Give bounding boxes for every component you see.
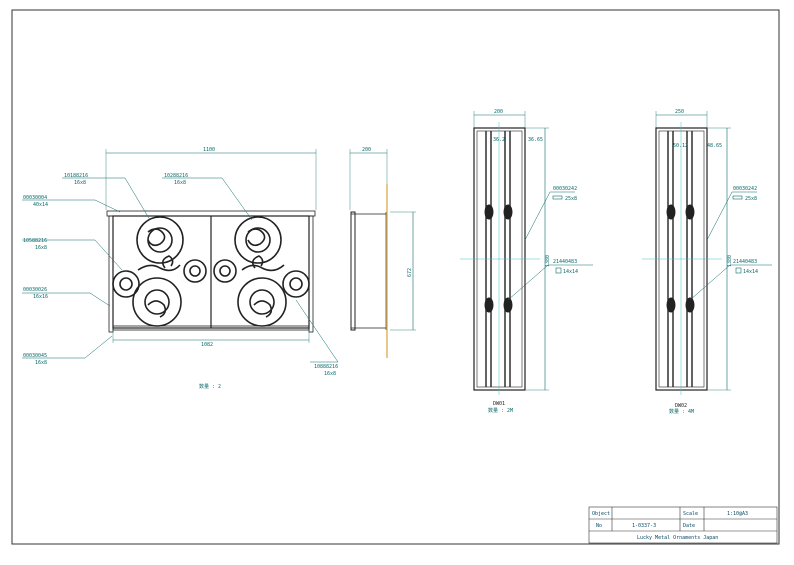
tb-scale-label: Scale xyxy=(683,511,698,517)
label-00030004-code: 00030004 xyxy=(23,195,47,201)
dw01-width-dim: 200 xyxy=(494,109,503,115)
label-10588216-size: 16x8 xyxy=(35,245,47,251)
dw02-height-dim: 1380 xyxy=(727,255,733,267)
dw01-top-left: 36.2 xyxy=(493,137,505,143)
sheet-border xyxy=(11,9,780,545)
dw02-name: DW02 xyxy=(675,403,687,409)
label-00030045-size: 16x8 xyxy=(35,360,47,366)
front-qty: 数量 : 2 xyxy=(199,383,221,390)
dw01-height-dim: 1380 xyxy=(545,255,551,267)
label-10188216-code: 10188216 xyxy=(64,173,88,179)
tb-no-value: 1-0337-3 xyxy=(632,523,656,529)
front-leaders xyxy=(22,177,339,363)
square-bar-symbol xyxy=(555,267,562,274)
door-dw02 xyxy=(642,111,772,395)
dw01-top-right: 36.65 xyxy=(528,137,543,143)
label-10288216-size: 16x8 xyxy=(174,180,186,186)
label-00030004-size: 40x14 xyxy=(33,202,48,208)
right-post xyxy=(308,215,314,333)
side-height-dim: 672 xyxy=(407,268,413,277)
front-view xyxy=(105,149,317,343)
tb-date-label: Date xyxy=(683,523,695,529)
dw02-label-size-2: 14x14 xyxy=(743,269,758,275)
side-view xyxy=(349,149,416,358)
dw02-top-left: 50.12 xyxy=(673,143,688,149)
dw02-qty: 数量 : 4M xyxy=(669,408,694,415)
label-10188216-size: 16x8 xyxy=(74,180,86,186)
door-dw01 xyxy=(460,111,593,395)
scroll-ornament-left xyxy=(112,216,207,327)
dw01-label-code-2: 21440483 xyxy=(553,259,577,265)
top-rail xyxy=(106,210,316,217)
label-00030045-code: 00030045 xyxy=(23,353,47,359)
label-10888216-size: 16x8 xyxy=(324,371,336,377)
tb-no-label: No xyxy=(596,523,602,529)
label-10888216-code: 10888216 xyxy=(314,364,338,370)
dw02-label-code-2: 21440483 xyxy=(733,259,757,265)
dw02-label-size-1: 25x8 xyxy=(745,196,757,202)
dw01-name: DW01 xyxy=(493,401,505,407)
tb-scale-value: 1:10@A3 xyxy=(727,511,748,517)
label-10588216-code: 10588216 xyxy=(23,238,47,244)
width-dim-text: 1100 xyxy=(203,147,215,153)
flat-bar-symbol xyxy=(552,195,563,200)
scroll-ornament-right xyxy=(213,216,310,327)
dw02-width-dim: 250 xyxy=(675,109,684,115)
title-block xyxy=(588,506,778,544)
dw02-label-code-1: 00030242 xyxy=(733,186,757,192)
label-00030026-size: 16x16 xyxy=(33,294,48,300)
tb-company: Lucky Metal Ornaments Japan xyxy=(637,535,718,541)
label-00030026-code: 00030026 xyxy=(23,287,47,293)
label-10288216-code: 10288216 xyxy=(164,173,188,179)
dw01-label-size-2: 14x14 xyxy=(563,269,578,275)
side-depth-dim: 200 xyxy=(362,147,371,153)
inner-width-dim-text: 1082 xyxy=(201,342,213,348)
dw02-top-right: 48.65 xyxy=(707,143,722,149)
dw01-qty: 数量 : 2M xyxy=(488,407,513,414)
dw01-label-code-1: 00030242 xyxy=(553,186,577,192)
tb-object-label: Object xyxy=(592,511,610,517)
dw01-label-size-1: 25x8 xyxy=(565,196,577,202)
